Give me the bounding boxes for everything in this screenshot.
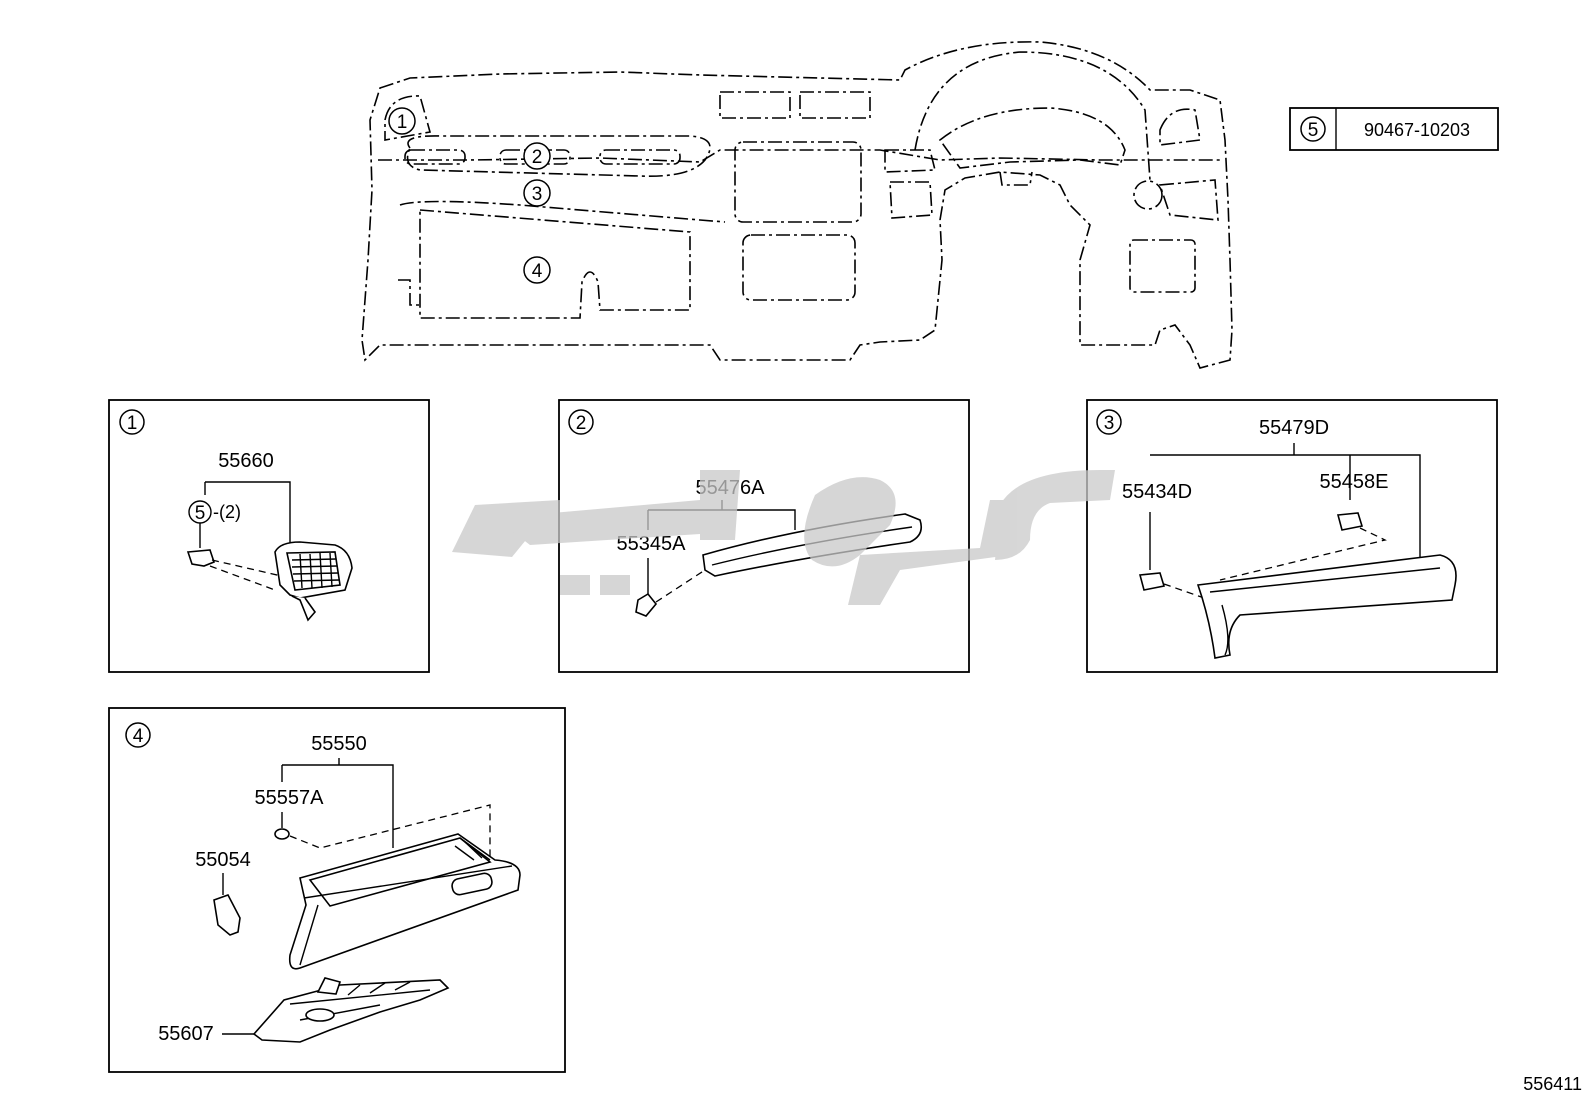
panel-1-ref-circle: 5 bbox=[195, 503, 206, 524]
part-label-55458E[interactable]: 55458E bbox=[1320, 471, 1389, 493]
part-label-55479D[interactable]: 55479D bbox=[1259, 417, 1329, 439]
panel-3-number: 3 bbox=[1104, 413, 1115, 434]
pillar-garnish-icon bbox=[1196, 554, 1457, 659]
damper-icon bbox=[213, 894, 241, 936]
part-label-55557A[interactable]: 55557A bbox=[255, 787, 325, 809]
panel-4-number: 4 bbox=[133, 726, 144, 747]
part-label-55660[interactable]: 55660 bbox=[218, 450, 274, 472]
overview-callout-4[interactable]: 4 bbox=[523, 256, 551, 284]
side-vent-icon bbox=[274, 541, 353, 622]
dashboard-overview bbox=[361, 41, 1233, 369]
right-clip-icon bbox=[1336, 512, 1364, 531]
part-label-55345A[interactable]: 55345A bbox=[617, 533, 687, 555]
part-label-55054[interactable]: 55054 bbox=[195, 849, 251, 871]
illustration-id: 556411 bbox=[1523, 1074, 1582, 1094]
svg-text:2: 2 bbox=[532, 147, 543, 168]
overview-callout-1[interactable]: 1 bbox=[388, 107, 416, 135]
overview-callout-3[interactable]: 3 bbox=[523, 179, 551, 207]
part-label-55434D[interactable]: 55434D bbox=[1122, 481, 1192, 503]
svg-text:3: 3 bbox=[532, 184, 543, 205]
panel-1: 1 55660 5 -(2) bbox=[108, 399, 430, 673]
panel-1-qty: -(2) bbox=[213, 502, 241, 522]
panel-1-number: 1 bbox=[127, 413, 138, 434]
legend-number-circle bbox=[1300, 116, 1326, 142]
lower-panel-icon bbox=[252, 977, 450, 1043]
panel-3: 3 55479D 55434D 55458E bbox=[1086, 399, 1498, 673]
ornament-clip-icon bbox=[635, 592, 658, 617]
svg-text:1: 1 bbox=[397, 112, 408, 133]
panel-4: 4 55550 55557A 55054 55607 bbox=[108, 707, 566, 1073]
watermark-logo bbox=[452, 470, 1115, 605]
part-label-55550[interactable]: 55550 bbox=[311, 733, 367, 755]
part-label-55607[interactable]: 55607 bbox=[158, 1023, 214, 1045]
legend-part-number[interactable]: 90467-10203 bbox=[1364, 120, 1470, 140]
left-clip-icon bbox=[1138, 572, 1166, 591]
legend-box: 5 90467-10203 bbox=[1289, 107, 1499, 151]
glove-box-icon bbox=[288, 833, 521, 970]
legend-number: 5 bbox=[1308, 120, 1319, 141]
clip-icon bbox=[186, 549, 215, 567]
cushion-clip-icon bbox=[274, 828, 290, 840]
overview-callout-2[interactable]: 2 bbox=[523, 142, 551, 170]
panel-2-number: 2 bbox=[576, 413, 587, 434]
svg-text:4: 4 bbox=[532, 261, 543, 282]
